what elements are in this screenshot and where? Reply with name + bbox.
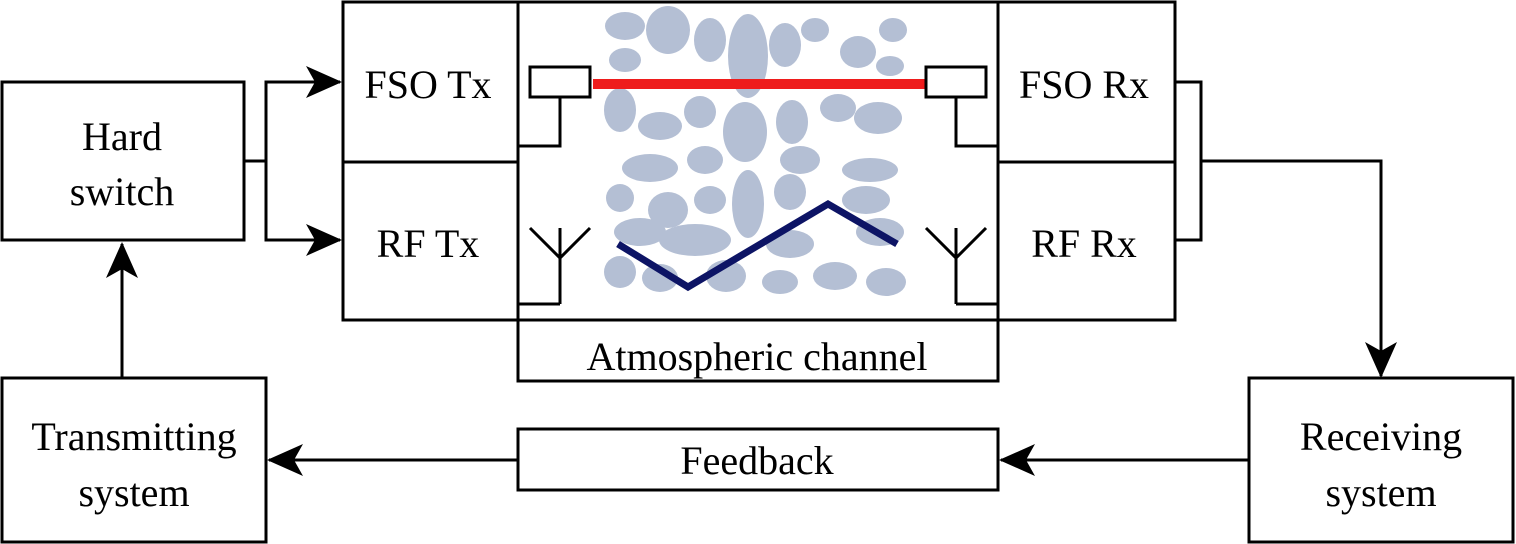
- transmitting-system-box: [0, 376, 268, 544]
- hard-switch-box: [0, 80, 246, 242]
- rx-to-receiving-arrow: [1201, 159, 1397, 378]
- rf-tx-antenna-icon: [518, 226, 592, 306]
- receiving-system-label-line2: system: [1325, 470, 1436, 515]
- receiving-system-label-line1: Receiving: [1300, 414, 1462, 459]
- fso-transmitter-aperture: [518, 65, 592, 148]
- transmitting-system-label-line1: Transmitting: [31, 414, 236, 459]
- hard-switch-label-line2: switch: [70, 169, 174, 214]
- rf-rx-label: RF Rx: [1031, 221, 1137, 266]
- fso-tx-label: FSO Tx: [364, 62, 491, 107]
- switch-to-rf-tx-arrow: [264, 161, 342, 256]
- rx-combiner-line: [1175, 80, 1203, 242]
- rf-signal-path: [616, 199, 899, 292]
- feedback-label: Feedback: [680, 438, 833, 483]
- receiving-system-box: [1247, 376, 1515, 544]
- hard-switch-label-line1: Hard: [82, 114, 162, 159]
- atmospheric-channel-label: Atmospheric channel: [587, 334, 928, 379]
- rf-tx-label: RF Tx: [377, 221, 480, 266]
- feedback-box: [516, 427, 1000, 492]
- rf-rx-antenna-icon: [924, 226, 998, 306]
- turbulence-pattern: [604, 6, 907, 296]
- fso-rx-label: FSO Rx: [1019, 62, 1149, 107]
- fso-receiver-aperture: [924, 65, 998, 148]
- switch-to-fso-tx-arrow: [244, 66, 342, 163]
- transmitting-system-label-line2: system: [78, 470, 189, 515]
